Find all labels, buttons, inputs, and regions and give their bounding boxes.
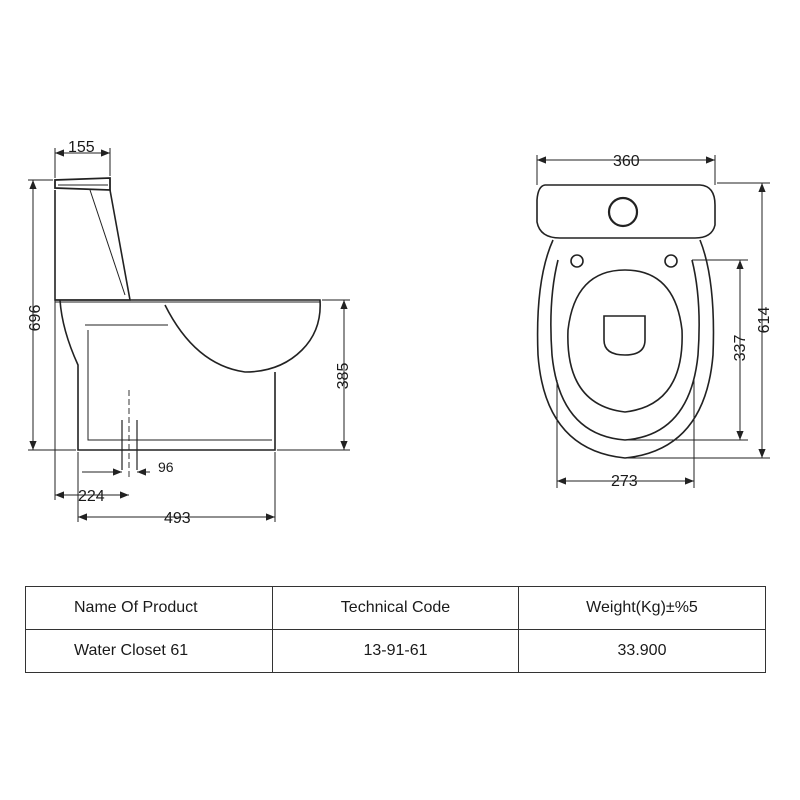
header-weight: Weight(Kg)±%5 bbox=[518, 586, 766, 630]
dim-total-height: 696 bbox=[27, 305, 44, 332]
cell-weight: 33.900 bbox=[518, 629, 766, 673]
tank-body bbox=[54, 189, 131, 301]
tank-lid bbox=[54, 177, 111, 191]
dim-seat-depth: 337 bbox=[732, 335, 749, 362]
product-spec-table: Name Of Product Technical Code Weight(Kg… bbox=[25, 586, 766, 673]
table-row: Water Closet 61 13-91-61 33.900 bbox=[25, 629, 766, 673]
side-dimensions bbox=[28, 148, 350, 522]
dim-seat-width: 273 bbox=[611, 473, 638, 490]
flush-button bbox=[607, 196, 639, 228]
tank-top bbox=[536, 184, 716, 239]
header-product-name: Name Of Product bbox=[25, 586, 273, 630]
cell-technical-code: 13-91-61 bbox=[272, 629, 519, 673]
pedestal bbox=[59, 299, 276, 451]
dim-outlet-offset: 224 bbox=[78, 488, 105, 505]
seat bbox=[550, 259, 700, 441]
bowl-rim bbox=[55, 299, 321, 373]
bowl-outer bbox=[536, 239, 715, 459]
top-dimensions bbox=[536, 155, 770, 488]
bowl-opening bbox=[567, 269, 683, 413]
side-view bbox=[54, 177, 321, 480]
dim-top-width: 155 bbox=[68, 139, 95, 156]
drain bbox=[603, 315, 646, 356]
dim-total-depth: 614 bbox=[756, 307, 773, 334]
side-dimension-labels: 155 696 385 96 224 493 bbox=[27, 139, 352, 527]
header-technical-code: Technical Code bbox=[272, 586, 519, 630]
top-view bbox=[536, 184, 716, 459]
table-header-row: Name Of Product Technical Code Weight(Kg… bbox=[25, 586, 766, 630]
dim-bowl-height: 385 bbox=[335, 363, 352, 390]
top-dimension-labels: 360 614 337 273 bbox=[611, 153, 773, 490]
technical-drawing: 155 696 385 96 224 493 bbox=[27, 139, 773, 527]
dim-pipe-width: 96 bbox=[158, 459, 174, 475]
dim-tank-width: 360 bbox=[613, 153, 640, 170]
dim-total-length: 493 bbox=[164, 510, 191, 527]
cell-product-name: Water Closet 61 bbox=[25, 629, 273, 673]
